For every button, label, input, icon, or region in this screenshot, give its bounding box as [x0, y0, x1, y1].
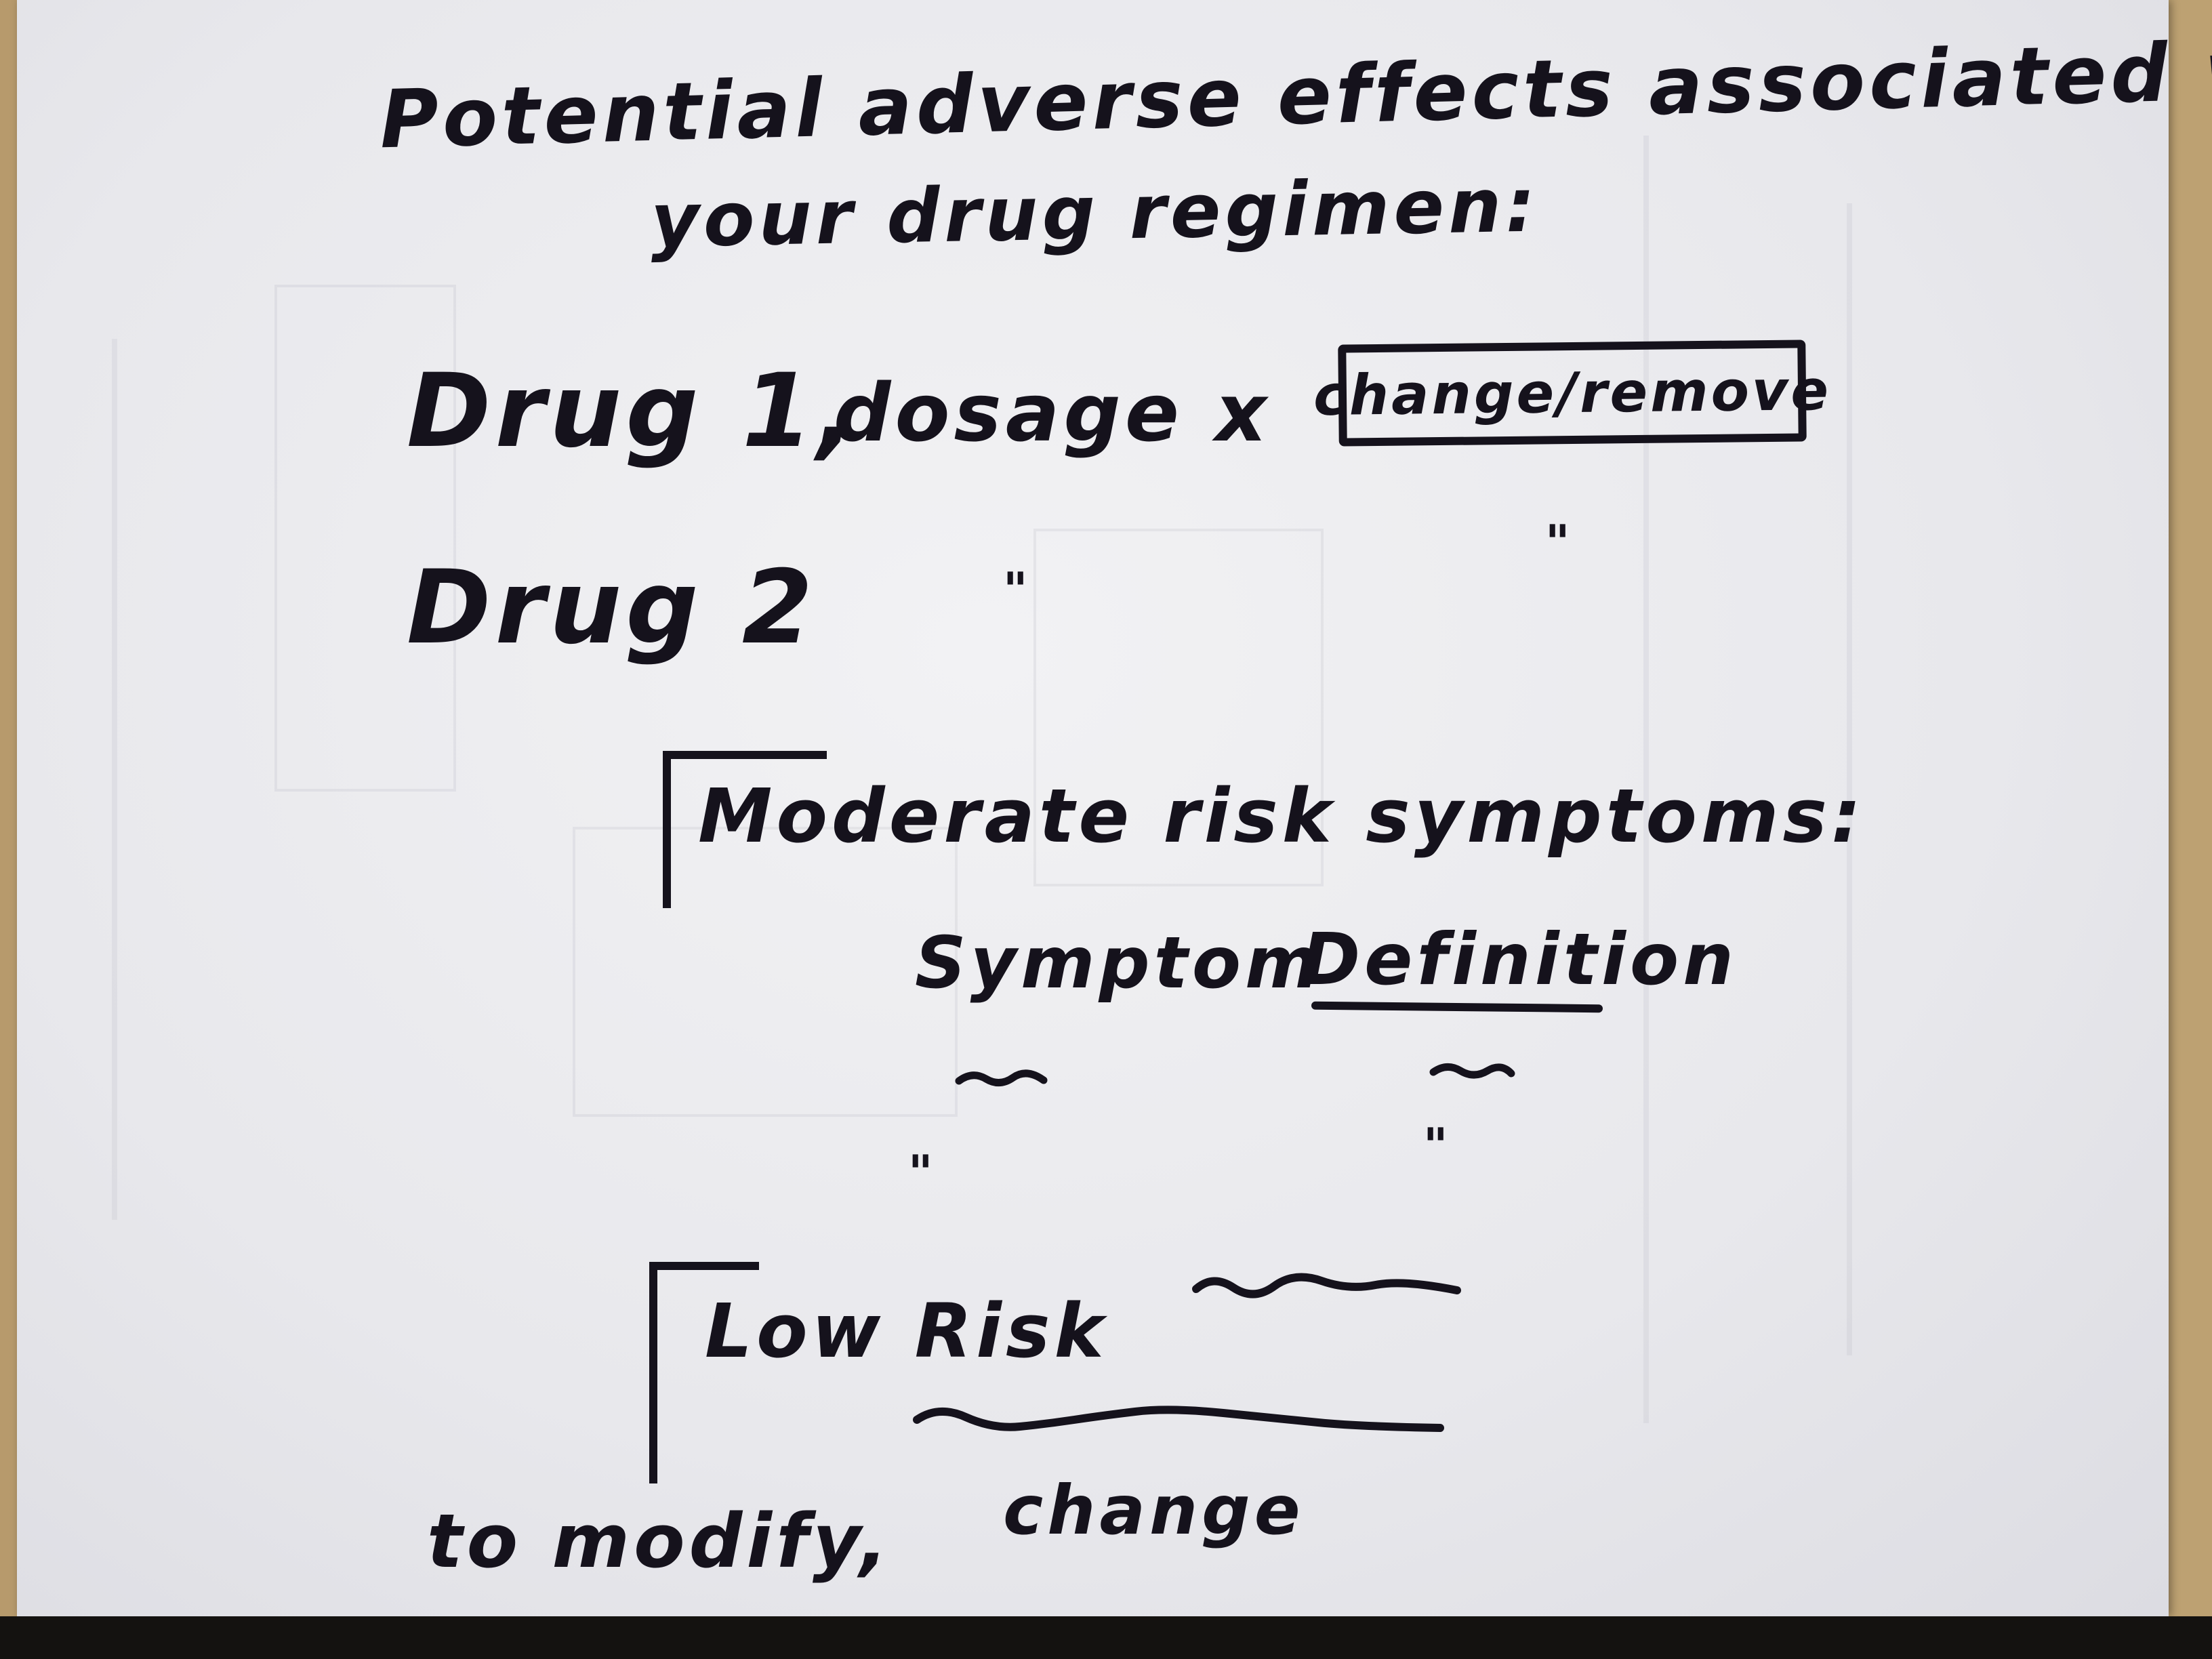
definition-column-header[interactable]: Definition — [1301, 918, 1738, 1001]
drug-1-label: Drug 1, — [407, 352, 860, 470]
moderate-risk-title: Moderate risk symptoms: — [698, 773, 1865, 859]
ditto-mark-button-row2: " — [1545, 515, 1574, 571]
modify-instruction: to modify, — [427, 1498, 892, 1584]
bleed-through-box — [274, 285, 456, 792]
bleed-through-box — [1033, 529, 1324, 886]
bottom-dark-edge — [0, 1616, 2212, 1659]
symptom-column-header: Symptom — [915, 922, 1324, 1004]
bleed-through-line — [1847, 203, 1852, 1355]
symptom-placeholder-squiggle — [955, 1069, 1048, 1086]
low-section-bracket — [649, 1262, 759, 1483]
change-link[interactable]: change — [1003, 1471, 1305, 1550]
moderate-section-bracket — [663, 751, 827, 908]
definition-placeholder-squiggle — [1429, 1063, 1515, 1079]
drug-2-label: Drug 2 — [407, 549, 817, 667]
drug-1-dosage: dosage x — [834, 366, 1271, 459]
ditto-mark-definition: " — [1423, 1118, 1452, 1174]
paper-sheet — [17, 0, 2169, 1616]
ditto-mark-dosage-row2: " — [1003, 562, 1032, 618]
ditto-mark-symptom: " — [908, 1145, 937, 1201]
bleed-through-box — [573, 827, 958, 1117]
low-risk-placeholder-squiggle — [1192, 1273, 1461, 1298]
low-risk-title: Low Risk — [705, 1288, 1108, 1374]
change-remove-button[interactable]: change/remove — [1313, 340, 1831, 447]
bleed-through-line — [112, 339, 117, 1220]
bleed-through-line — [1643, 136, 1649, 1423]
low-risk-placeholder-squiggle-2 — [913, 1406, 1444, 1432]
heading-line-2: your drug regimen: — [649, 161, 1540, 264]
